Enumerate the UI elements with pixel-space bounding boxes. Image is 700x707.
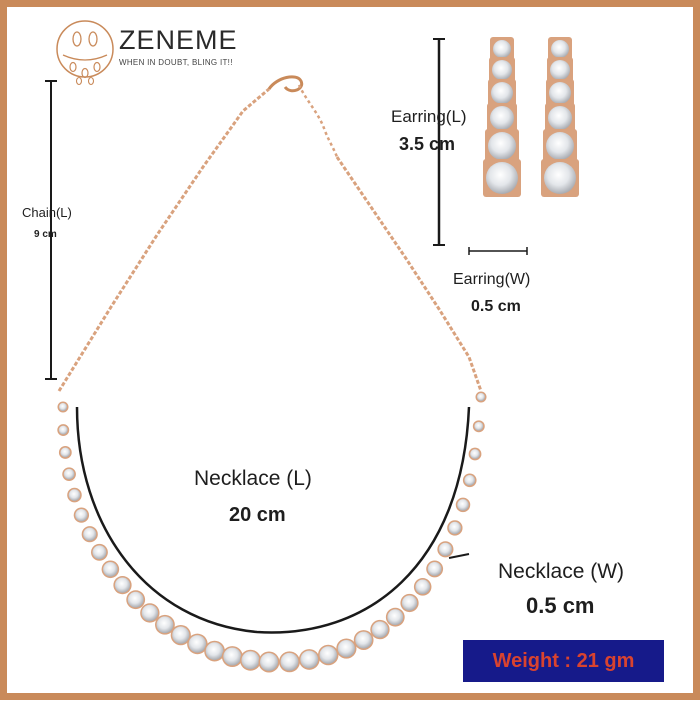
necklace-chain-left: [57, 87, 270, 392]
necklace-stone: [355, 631, 373, 649]
necklace-width-label: Necklace (W): [498, 560, 625, 583]
earring-width-marker: [468, 247, 528, 255]
earring-length-label: Earring(L): [391, 107, 467, 126]
earring-width-value: 0.5 cm: [471, 298, 521, 315]
necklace-stone: [438, 542, 452, 556]
necklace-width-value: 0.5 cm: [526, 593, 595, 618]
necklace-stone: [68, 489, 81, 501]
necklace-length-value: 20 cm: [229, 504, 286, 526]
chain-length-value: 9 cm: [34, 229, 57, 240]
necklace-stone: [260, 653, 278, 671]
weight-badge: Weight : 21 gm: [463, 640, 664, 682]
earring-stone: [488, 132, 516, 160]
necklace-stone: [127, 591, 144, 608]
necklace-stone: [300, 650, 319, 669]
necklace-stone: [371, 621, 389, 638]
necklace-stone: [474, 421, 484, 431]
necklace-clasp: [267, 75, 304, 93]
jewelry-artwork: [45, 37, 579, 673]
necklace-chain-right: [335, 156, 483, 392]
earring-stone: [550, 60, 570, 80]
earring-stone: [544, 162, 576, 194]
necklace-stone: [92, 545, 107, 560]
necklace-stone: [156, 616, 174, 634]
necklace-stone: [141, 604, 159, 622]
earring-stone: [548, 106, 572, 130]
necklace-length-label: Necklace (L): [194, 467, 312, 490]
chain-length-marker: [45, 80, 57, 380]
necklace-stone: [75, 508, 88, 522]
earring-stone: [490, 106, 514, 130]
necklace-stone: [427, 562, 442, 576]
weight-text: Weight : 21 gm: [492, 649, 635, 672]
necklace-stone: [319, 646, 337, 664]
necklace-stone: [205, 642, 224, 660]
earring-stone: [492, 60, 512, 80]
earring-length-value: 3.5 cm: [399, 134, 456, 154]
brand-tagline: WHEN IN DOUBT, BLING IT!!: [119, 58, 233, 67]
necklace-stone: [415, 579, 430, 595]
necklace-stone: [188, 635, 207, 653]
brand-name: ZENEME: [119, 25, 238, 55]
earring-width-label: Earring(W): [453, 271, 531, 288]
necklace-stone: [280, 652, 299, 671]
necklace-stone: [477, 393, 485, 401]
necklace-stone: [387, 609, 404, 626]
chain-length-label: Chain(L): [22, 205, 72, 220]
earring-stone: [493, 40, 511, 58]
earring-length-marker: [433, 38, 445, 246]
earring-stone: [491, 82, 513, 104]
necklace-stone: [337, 639, 355, 658]
earring-stone: [551, 40, 569, 58]
necklace-stone: [464, 474, 476, 486]
necklace-stone: [241, 651, 260, 670]
necklace-stone: [172, 626, 190, 644]
necklace-stone: [60, 447, 71, 458]
earring-right: [541, 37, 579, 197]
necklace-stone: [401, 595, 418, 611]
necklace-stones: [57, 391, 487, 673]
necklace-width-tick: [448, 553, 470, 559]
brand-logo-icon: [56, 20, 114, 86]
necklace-stone: [470, 449, 480, 459]
earring-stone: [549, 82, 571, 104]
necklace-stone: [448, 521, 462, 535]
earring-left: [483, 37, 521, 197]
necklace-stone: [223, 647, 242, 666]
necklace-stone: [103, 562, 118, 577]
necklace-stone: [114, 577, 131, 593]
necklace-length-guide-arc: [75, 406, 471, 634]
earring-stone: [546, 132, 574, 160]
necklace-stone: [457, 499, 469, 511]
necklace-stone: [58, 425, 68, 435]
necklace-stone: [83, 527, 97, 541]
necklace-stone: [63, 468, 75, 480]
necklace-stone: [59, 403, 67, 411]
necklace-extension-chain: [297, 84, 339, 158]
earring-stone: [486, 162, 518, 194]
